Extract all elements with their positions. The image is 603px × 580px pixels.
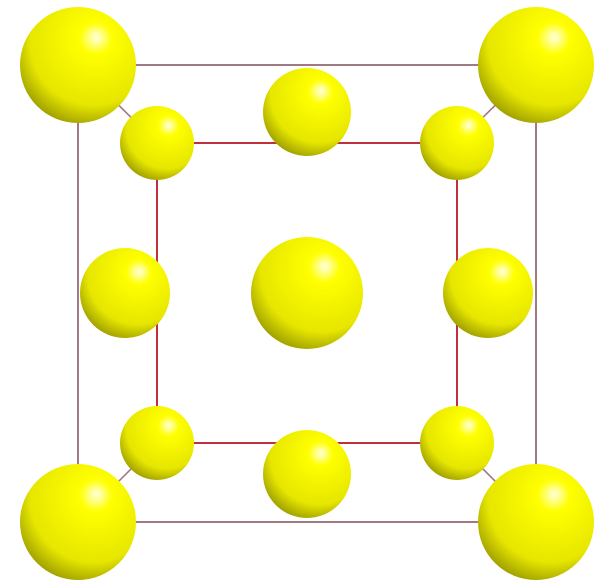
outer-cell-square: [77, 64, 537, 523]
atom-inner-top-right: [420, 106, 494, 180]
atom-center: [251, 237, 363, 349]
atom-edge-bottom: [263, 430, 351, 518]
atom-inner-bottom-left: [120, 406, 194, 480]
atom-outer-top-left: [20, 7, 136, 123]
atoms: [20, 7, 594, 580]
atom-inner-bottom-right: [420, 406, 494, 480]
atom-inner-top-left: [120, 106, 194, 180]
atom-edge-left: [80, 248, 170, 338]
atom-outer-bottom-right: [478, 464, 594, 580]
atom-edge-top: [263, 68, 351, 156]
atom-outer-top-right: [478, 7, 594, 123]
atom-outer-bottom-left: [20, 464, 136, 580]
atom-edge-right: [443, 248, 533, 338]
